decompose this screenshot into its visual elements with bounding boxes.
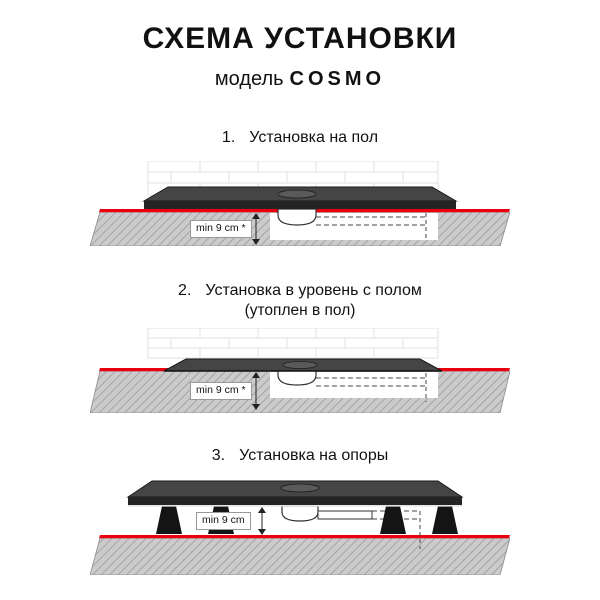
dimension-label: min 9 cm * <box>190 220 252 238</box>
hidden-pipe-dashed <box>316 373 427 402</box>
shower-tray <box>163 358 443 372</box>
floor-red-edge <box>99 535 510 539</box>
tile-wall <box>147 328 439 359</box>
section-3-number: 3. <box>211 447 226 464</box>
drain-pipe <box>317 510 373 520</box>
model-label: модель <box>214 68 284 90</box>
dimension-arrow <box>258 507 266 535</box>
floor-slab <box>90 535 510 575</box>
hidden-pipe-dashed <box>316 213 427 239</box>
dimension-arrow <box>252 372 260 410</box>
section-3-heading: 3. Установка на опоры <box>0 447 600 465</box>
diagram-1-drawing <box>90 161 510 246</box>
section-1-title: Установка на пол <box>249 129 379 146</box>
dimension-arrow <box>252 213 260 245</box>
diagram-flush-install: min 9 cm * <box>90 328 510 413</box>
diagram-2-drawing <box>90 328 510 413</box>
diagram-install-on-supports: min 9 cm <box>90 475 510 575</box>
drain-cover <box>280 483 320 493</box>
section-1-heading: 1. Установка на пол <box>0 129 600 147</box>
page-title: СХЕМА УСТАНОВКИ <box>142 22 458 55</box>
dimension-label: min 9 cm * <box>190 382 252 400</box>
siphon-drain <box>277 367 427 402</box>
dimension-label: min 9 cm <box>196 512 251 530</box>
drain-cover <box>282 361 318 370</box>
diagram-3-drawing <box>90 480 510 575</box>
siphon-drain <box>281 505 421 549</box>
model-name: COSMO <box>289 68 386 90</box>
section-2-title: Установка в уровень с полом <box>205 282 422 299</box>
shower-tray <box>126 480 464 507</box>
section-3-title: Установка на опоры <box>239 447 389 464</box>
section-install-on-supports: 3. Установка на опоры <box>0 447 600 575</box>
tray-rim <box>128 505 462 507</box>
section-1-number: 1. <box>221 129 236 146</box>
section-2-subtitle: (утоплен в пол) <box>244 302 356 319</box>
section-flush-install: 2. Установка в уровень с полом (утоплен в… <box>0 282 600 413</box>
section-install-on-floor: 1. Установка на пол <box>0 129 600 246</box>
siphon-drain <box>277 208 427 239</box>
section-2-number: 2. <box>178 282 192 299</box>
section-2-heading: 2. Установка в уровень с полом <box>0 282 600 300</box>
diagram-install-on-floor: min 9 cm * <box>90 161 510 246</box>
shower-tray <box>142 186 458 209</box>
drain-cover <box>277 189 317 199</box>
